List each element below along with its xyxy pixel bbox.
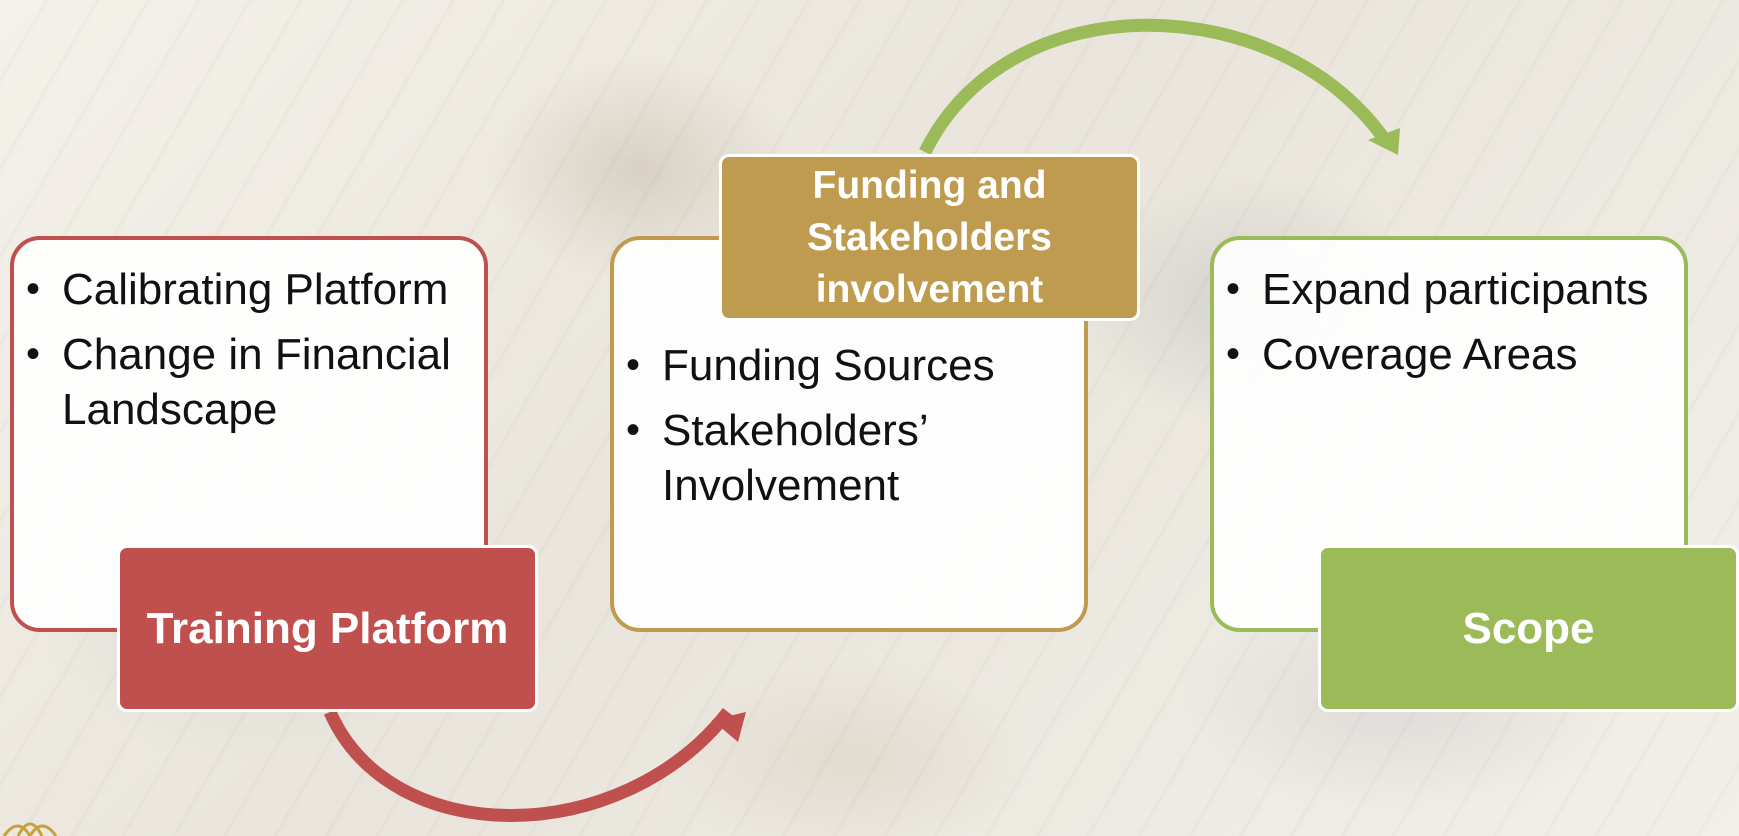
funding-label: Funding and Stakeholders involvement [719,154,1140,321]
bullet-calibrating-platform: Calibrating Platform [26,262,474,317]
arrow-green-head [1368,128,1400,155]
funding-bullets: Funding Sources Stakeholders’ Involvemen… [614,338,1074,513]
arrow-red-head [712,712,746,742]
bullet-stakeholders-involvement: Stakeholders’ Involvement [626,403,1074,513]
training-platform-label: Training Platform [117,545,538,712]
bullet-coverage-areas: Coverage Areas [1226,327,1674,382]
bullet-funding-sources: Funding Sources [626,338,1074,393]
lotus-logo-icon [2,822,58,836]
bullet-expand-participants: Expand participants [1226,262,1674,317]
arrow-red-connector [324,707,734,822]
training-platform-bullets: Calibrating Platform Change in Financial… [14,262,474,437]
bullet-change-in-financial-landscape: Change in Financial Landscape [26,327,474,437]
scope-bullets: Expand participants Coverage Areas [1214,262,1674,382]
arrow-green-connector [919,18,1391,155]
scope-label: Scope [1318,545,1739,712]
